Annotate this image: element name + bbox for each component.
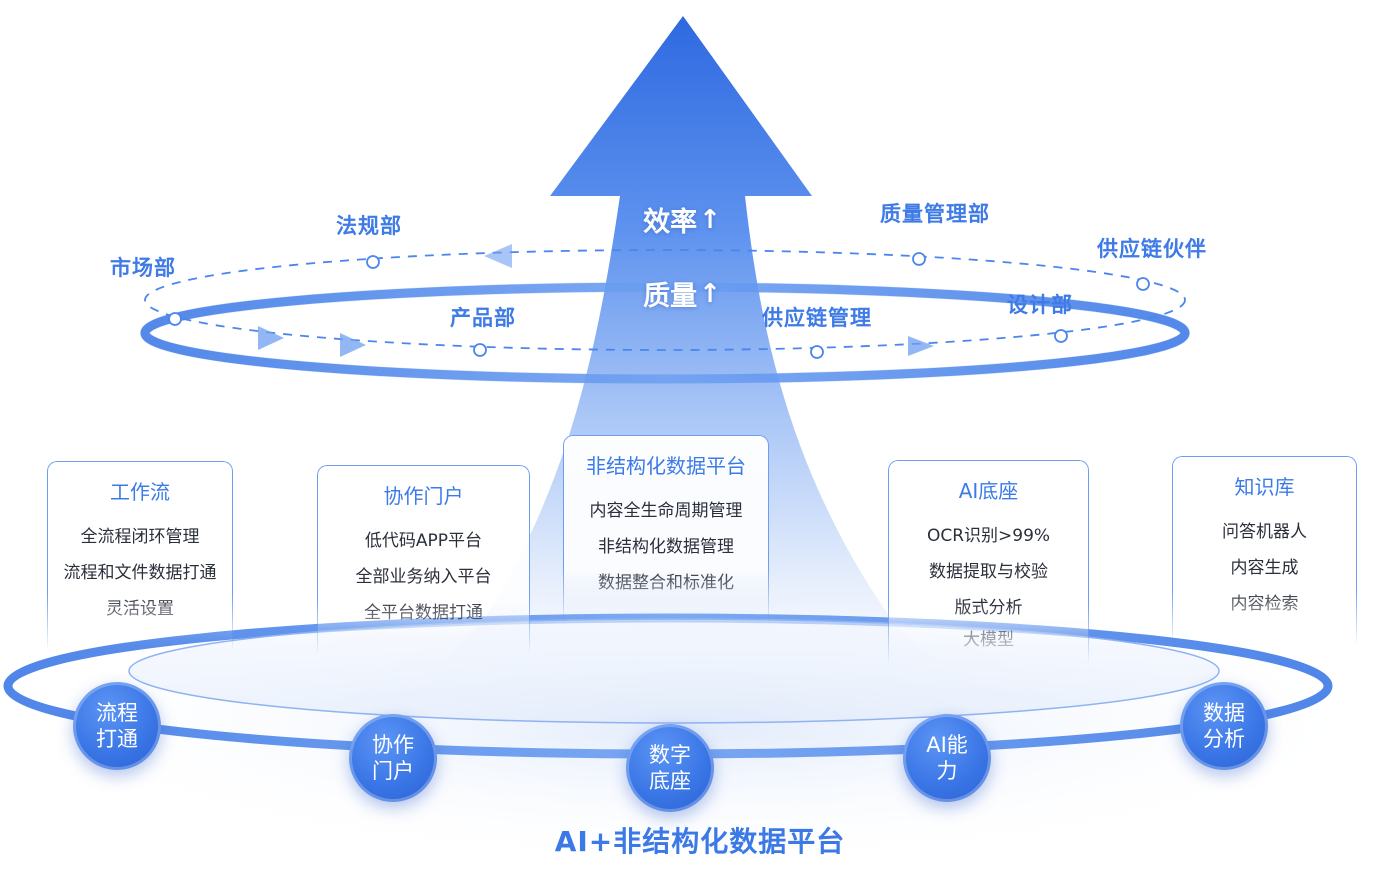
card-title: AI底座: [958, 479, 1019, 503]
orbit-dot: [810, 345, 824, 359]
card-title: 协作门户: [383, 484, 464, 508]
card-item: 全平台数据打通: [364, 603, 483, 623]
dept-marketing: 市场部: [110, 256, 176, 280]
card-title: 工作流: [110, 480, 170, 504]
card-item: 全流程闭环管理: [80, 527, 200, 547]
orbit-arrow: [258, 326, 284, 350]
dept-regulatory: 法规部: [336, 214, 402, 238]
card-item: 大模型: [963, 630, 1014, 650]
orbit-dot: [168, 312, 182, 326]
dept-product: 产品部: [450, 306, 516, 330]
card-item: 数据提取与校验: [929, 562, 1048, 582]
node-process-integration: 流程打通: [73, 682, 161, 770]
card-item: 问答机器人: [1222, 522, 1307, 542]
card-item: 内容检索: [1230, 594, 1299, 614]
platform-title: AI+非结构化数据平台: [554, 825, 846, 858]
card-item: 内容全生命周期管理: [589, 501, 743, 521]
dept-quality: 质量管理部: [880, 202, 990, 226]
card-collab-portal: 协作门户 低代码APP平台 全部业务纳入平台 全平台数据打通: [317, 465, 530, 655]
metric-label: 质量: [643, 281, 698, 312]
orbit-arrow: [484, 244, 512, 268]
card-workflow: 工作流 全流程闭环管理 流程和文件数据打通 灵活设置: [47, 461, 233, 651]
card-item: 低代码APP平台: [364, 531, 483, 551]
dept-design: 设计部: [1007, 293, 1073, 317]
arrow-up-icon: ↑: [699, 278, 721, 309]
arrow-up-icon: ↑: [699, 204, 721, 235]
card-item: 灵活设置: [106, 599, 174, 619]
card-knowledge-base: 知识库 问答机器人 内容生成 内容检索: [1172, 456, 1357, 646]
metric-label: 效率: [643, 207, 698, 238]
dept-supply-partner: 供应链伙伴: [1097, 237, 1207, 261]
orbit-dot: [1054, 329, 1068, 343]
node-ai-capability: AI能力: [903, 714, 991, 802]
node-digital-foundation: 数字底座: [626, 724, 714, 812]
orbit-arrow: [908, 336, 934, 356]
orbit-dot: [1136, 277, 1150, 291]
card-item: 内容生成: [1230, 558, 1299, 578]
card-item: 版式分析: [954, 598, 1023, 618]
orbit-arrow: [340, 333, 366, 357]
card-item: 数据整合和标准化: [598, 573, 734, 593]
card-title: 非结构化数据平台: [586, 454, 746, 478]
node-data-analysis: 数据分析: [1180, 682, 1268, 770]
card-title: 知识库: [1234, 475, 1295, 499]
orbit-dot: [912, 252, 926, 266]
dept-supply-chain: 供应链管理: [762, 306, 872, 330]
card-item: 全部业务纳入平台: [355, 567, 492, 587]
card-item: OCR识别>99%: [926, 526, 1051, 546]
department-orbit: [144, 249, 1186, 351]
metric-quality: 质量↑: [643, 274, 721, 313]
orbit-dot: [473, 343, 487, 357]
node-collab-portal: 协作门户: [349, 714, 437, 802]
card-item: 流程和文件数据打通: [63, 563, 217, 583]
card-item: 非结构化数据管理: [598, 537, 734, 557]
card-ai-foundation: AI底座 OCR识别>99% 数据提取与校验 版式分析 大模型: [888, 460, 1089, 665]
orbit-dot: [366, 255, 380, 269]
metric-efficiency: 效率↑: [643, 200, 721, 239]
card-unstructured-platform: 非结构化数据平台 内容全生命周期管理 非结构化数据管理 数据整合和标准化: [563, 435, 769, 625]
upper-ring: [140, 282, 1190, 384]
